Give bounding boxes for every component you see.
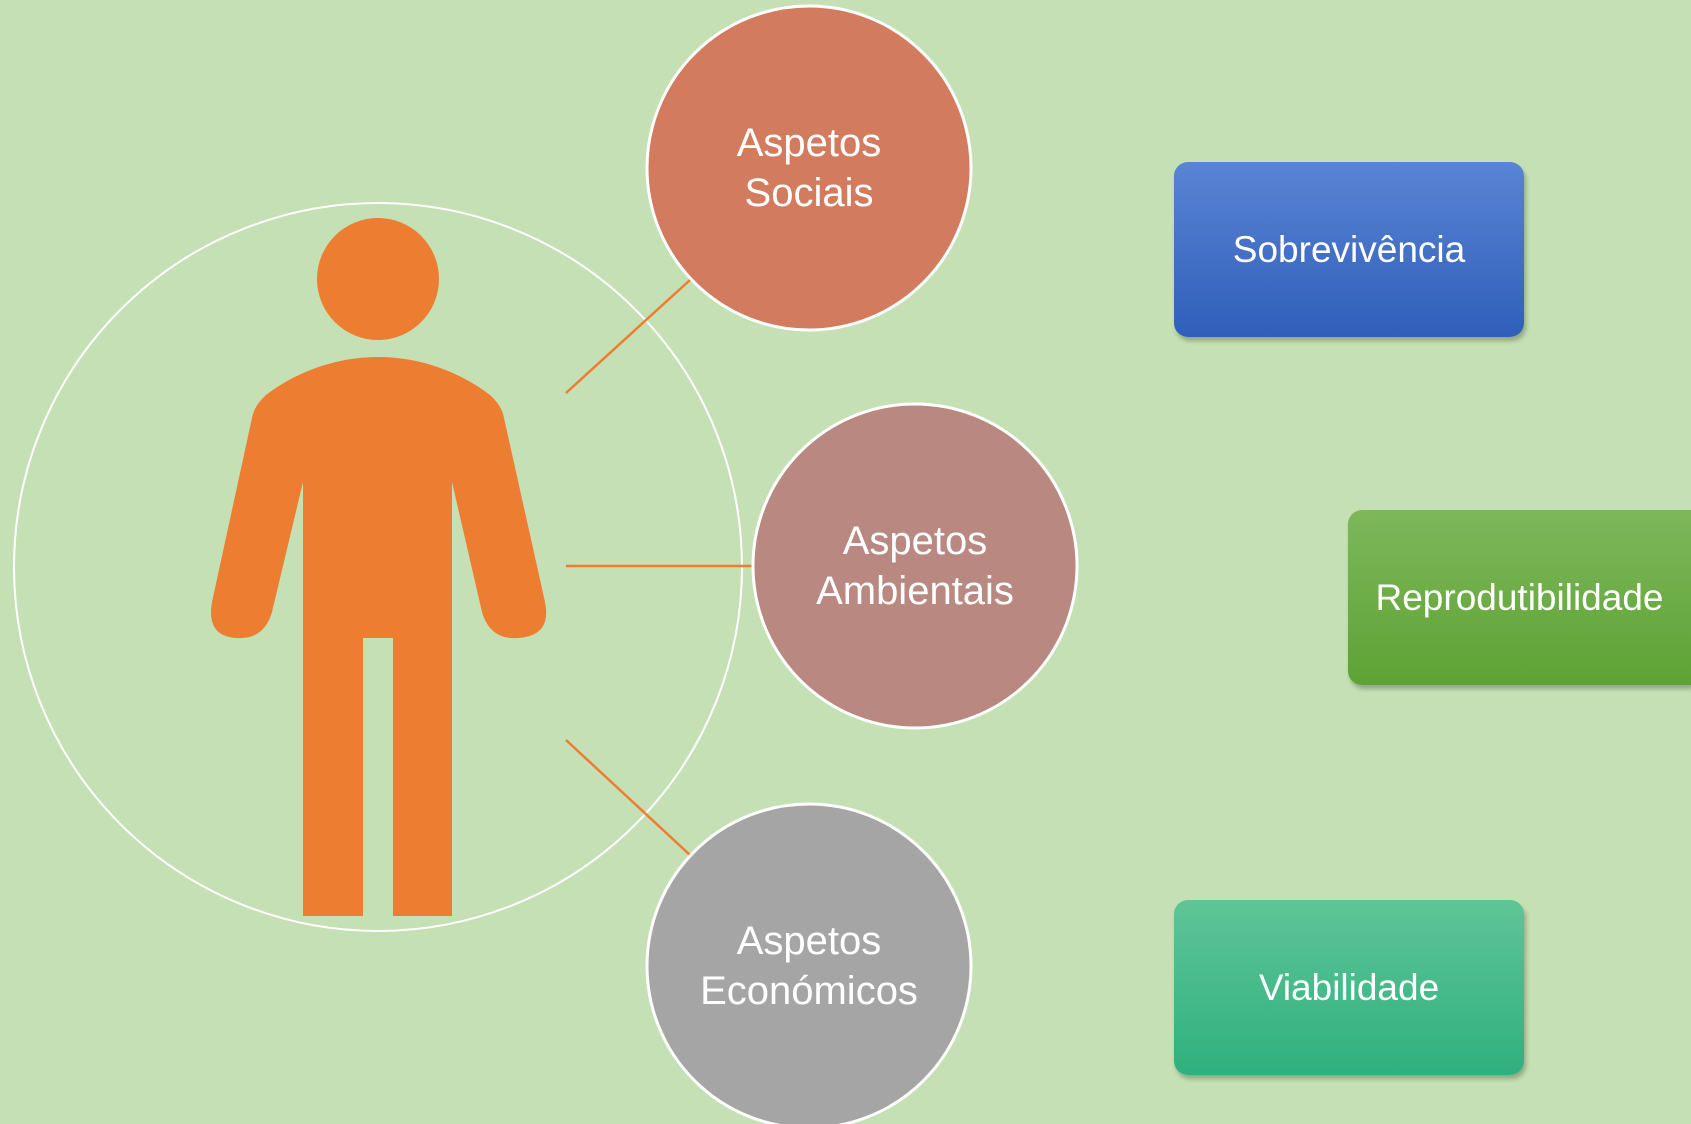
aspect-economic-line1: Aspetos	[736, 919, 882, 963]
aspect-label-social: Aspetos Sociais	[659, 68, 959, 268]
connector-social	[565, 279, 691, 394]
aspect-label-economic: Aspetos Económicos	[659, 866, 959, 1066]
person-icon	[211, 218, 547, 916]
aspect-environmental-line2: Ambientais	[816, 569, 1014, 613]
aspect-circle-economic	[645, 802, 973, 1124]
connector-economic	[565, 739, 691, 856]
box-reprodutibilidade-label: Reprodutibilidade	[1375, 576, 1664, 618]
aspect-label-environmental: Aspetos Ambientais	[765, 466, 1065, 666]
box-viabilidade-label: Viabilidade	[1258, 966, 1440, 1008]
aspect-economic-line2: Económicos	[700, 969, 918, 1013]
aspect-social-line2: Sociais	[744, 171, 874, 215]
box-sobrevivencia-label: Sobrevivência	[1232, 228, 1466, 270]
box-sobrevivencia: Sobrevivência	[1174, 162, 1524, 337]
aspect-circle-social	[645, 4, 973, 332]
aspect-circle-environmental	[751, 402, 1079, 730]
box-viabilidade: Viabilidade	[1174, 900, 1524, 1075]
aspect-environmental-line1: Aspetos	[842, 519, 988, 563]
aspect-social-line1: Aspetos	[736, 121, 882, 165]
box-reprodutibilidade: Reprodutibilidade	[1348, 510, 1691, 685]
